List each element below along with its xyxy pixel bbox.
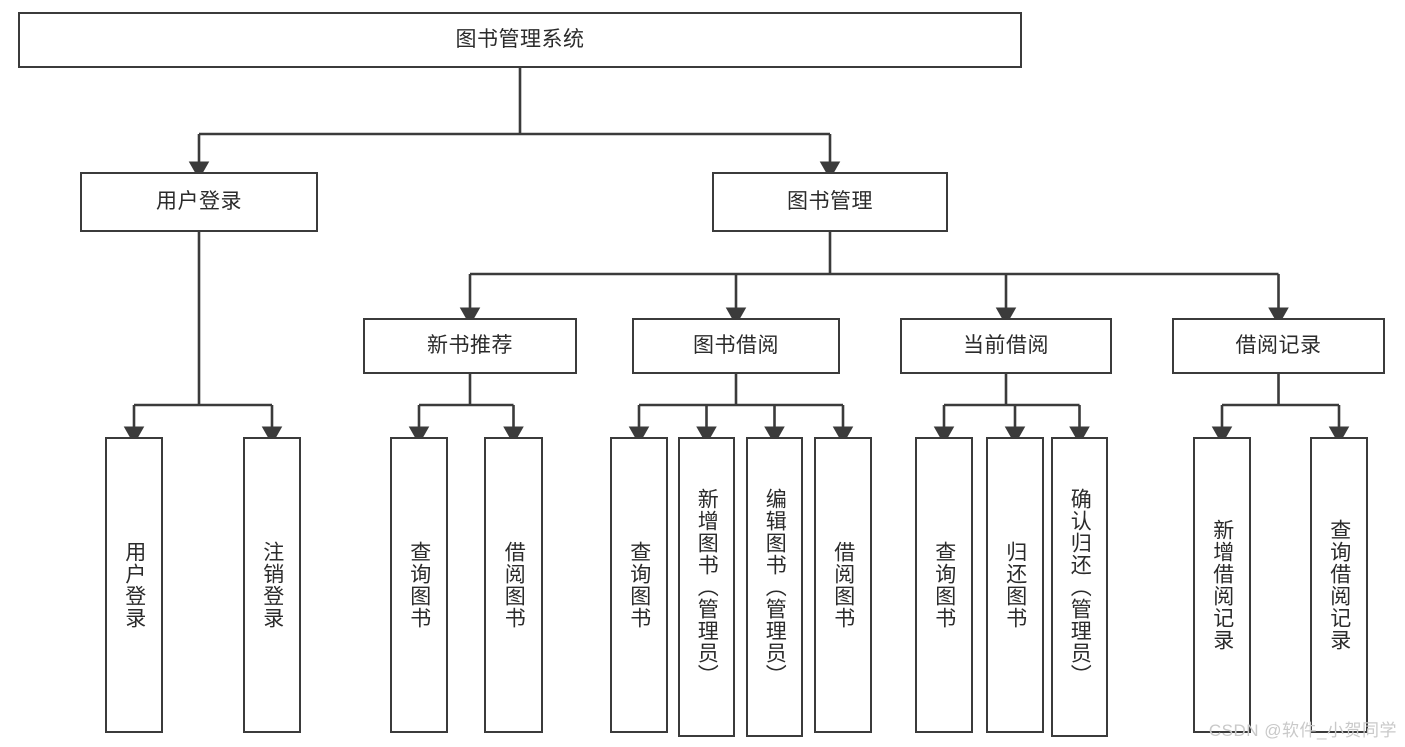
node-label-book-borrow: 图书借阅 [693, 334, 779, 358]
node-label-leaf-user-login: 用户登录 [122, 541, 146, 629]
node-borrow-record[interactable]: 借阅记录 [1172, 318, 1385, 374]
node-current-borrow[interactable]: 当前借阅 [900, 318, 1112, 374]
node-user-login[interactable]: 用户登录 [80, 172, 318, 232]
node-label-leaf-query-book-1: 查询图书 [407, 541, 431, 629]
node-leaf-query-borrow-record[interactable]: 查询借阅记录 [1310, 437, 1368, 733]
node-leaf-borrow-book-2[interactable]: 借阅图书 [814, 437, 872, 733]
node-label-user-login: 用户登录 [156, 190, 242, 214]
node-book-manage[interactable]: 图书管理 [712, 172, 948, 232]
node-book-borrow[interactable]: 图书借阅 [632, 318, 840, 374]
node-leaf-edit-book-admin[interactable]: 编辑图书（管理员） [746, 437, 803, 737]
node-root[interactable]: 图书管理系统 [18, 12, 1022, 68]
node-leaf-confirm-return-admin[interactable]: 确认归还（管理员） [1051, 437, 1108, 737]
node-label-book-manage: 图书管理 [787, 190, 873, 214]
node-leaf-query-book-2[interactable]: 查询图书 [610, 437, 668, 733]
node-label-leaf-query-borrow-record: 查询借阅记录 [1327, 519, 1351, 651]
node-label-new-book-recommend: 新书推荐 [427, 334, 513, 358]
node-label-leaf-borrow-book-1: 借阅图书 [502, 541, 526, 629]
node-label-borrow-record: 借阅记录 [1235, 334, 1322, 358]
node-label-leaf-query-book-2: 查询图书 [627, 541, 651, 629]
node-label-leaf-user-logout: 注销登录 [260, 541, 284, 629]
node-leaf-borrow-book-1[interactable]: 借阅图书 [484, 437, 543, 733]
node-leaf-query-book-1[interactable]: 查询图书 [390, 437, 448, 733]
node-leaf-user-login[interactable]: 用户登录 [105, 437, 163, 733]
node-label-leaf-return-book: 归还图书 [1003, 541, 1027, 629]
node-label-leaf-add-borrow-record: 新增借阅记录 [1210, 519, 1234, 651]
node-label-leaf-confirm-return-admin: 确认归还（管理员） [1068, 488, 1092, 686]
node-label-leaf-borrow-book-2: 借阅图书 [831, 541, 855, 629]
node-label-current-borrow: 当前借阅 [963, 334, 1049, 358]
node-label-leaf-query-book-3: 查询图书 [932, 541, 956, 629]
node-new-book-recommend[interactable]: 新书推荐 [363, 318, 577, 374]
node-leaf-add-borrow-record[interactable]: 新增借阅记录 [1193, 437, 1251, 733]
node-leaf-add-book-admin[interactable]: 新增图书（管理员） [678, 437, 735, 737]
node-label-leaf-edit-book-admin: 编辑图书（管理员） [763, 488, 787, 686]
node-label-root: 图书管理系统 [455, 28, 585, 52]
node-leaf-query-book-3[interactable]: 查询图书 [915, 437, 973, 733]
node-leaf-return-book[interactable]: 归还图书 [986, 437, 1044, 733]
node-label-leaf-add-book-admin: 新增图书（管理员） [695, 488, 719, 686]
node-leaf-user-logout[interactable]: 注销登录 [243, 437, 301, 733]
